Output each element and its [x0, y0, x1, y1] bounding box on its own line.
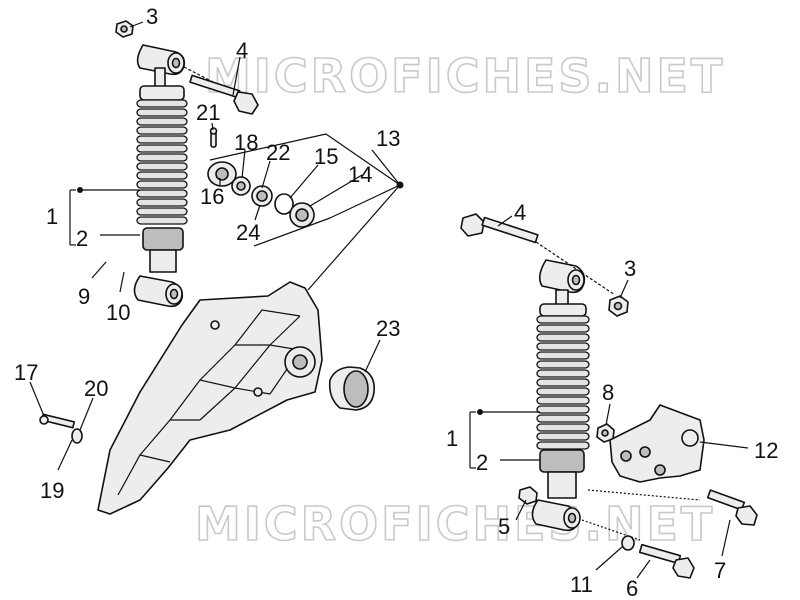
spring-coil	[136, 216, 188, 225]
spring-coil	[536, 342, 590, 351]
spring-coil	[536, 432, 590, 441]
left-swing-arm	[97, 281, 323, 515]
left-washer-18	[231, 176, 251, 196]
spring-coil	[136, 117, 188, 126]
spring-coil	[536, 369, 590, 378]
left-pin-21	[209, 127, 218, 148]
callout-l-2: 2	[76, 226, 88, 251]
right-washer-11	[621, 535, 635, 551]
left-bolt-4	[183, 66, 259, 115]
right-bolt-5	[518, 486, 538, 505]
spring-coil	[136, 198, 188, 207]
left-oring-15	[274, 193, 294, 215]
callout-r-1: 1	[446, 426, 458, 451]
callout-l-17: 17	[14, 360, 38, 385]
callout-l-23: 23	[376, 316, 400, 341]
spring-coil	[136, 108, 188, 117]
callout-l-19: 19	[40, 478, 64, 503]
callout-l-21: 21	[196, 100, 220, 125]
callout-l-9: 9	[78, 284, 90, 309]
left-bushing-16	[207, 161, 237, 187]
left-bearing-14	[289, 202, 315, 228]
callout-l-14: 14	[348, 162, 372, 187]
callout-r-5: 5	[498, 514, 510, 539]
right-bracket-12	[609, 404, 705, 483]
callout-r-7: 7	[714, 558, 726, 583]
left-washer-20	[71, 428, 83, 444]
left-nut-3	[115, 20, 134, 38]
spring-coil	[536, 396, 590, 405]
callout-labels: 3 4 21 18 22 15 13 14 16 24 1 2 9 10 23 …	[14, 4, 778, 600]
left-bolt-17	[39, 413, 76, 429]
callout-r-2: 2	[476, 450, 488, 475]
spring-coil	[136, 126, 188, 135]
spring-coil	[536, 378, 590, 387]
watermark-top: MICROFICHES.NET	[205, 49, 725, 103]
leader-lines	[29, 21, 749, 579]
spring-coil	[536, 315, 590, 324]
left-shock-absorber	[133, 44, 188, 308]
callout-r-3: 3	[624, 256, 636, 281]
spring-coil	[536, 324, 590, 333]
spring-coil	[536, 414, 590, 423]
left-cap-23	[328, 366, 376, 411]
callout-l-15: 15	[314, 144, 338, 169]
spring-coil	[536, 423, 590, 432]
right-bolt-4	[460, 213, 616, 296]
callout-r-8: 8	[602, 380, 614, 405]
left-spacer-22-24	[251, 185, 273, 207]
spring-coil	[136, 135, 188, 144]
spring-coil	[136, 189, 188, 198]
spring-coil	[136, 99, 188, 108]
callout-l-3: 3	[146, 4, 158, 29]
right-bolt-6	[638, 543, 695, 579]
callout-l-24: 24	[236, 220, 260, 245]
callout-l-4: 4	[236, 38, 248, 63]
callout-l-20: 20	[84, 376, 108, 401]
spring-coil	[536, 333, 590, 342]
right-bolt-7	[706, 489, 758, 526]
callout-l-1: 1	[46, 204, 58, 229]
spring-coil	[136, 153, 188, 162]
spring-coil	[136, 180, 188, 189]
spring-coil	[136, 171, 188, 180]
spring-coil	[136, 162, 188, 171]
spring-coil	[536, 441, 590, 450]
callout-r-11: 11	[570, 572, 593, 597]
right-nut-3	[608, 295, 629, 317]
callout-l-22: 22	[266, 140, 290, 165]
callout-l-16: 16	[200, 184, 224, 209]
callout-r-12: 12	[754, 438, 778, 463]
spring-coil	[136, 207, 188, 216]
spring-coil	[536, 405, 590, 414]
callout-l-13: 13	[376, 126, 400, 151]
spring-coil	[536, 387, 590, 396]
right-spring-coils	[536, 315, 590, 450]
spring-coil	[536, 360, 590, 369]
spring-coil	[536, 351, 590, 360]
callout-r-6: 6	[626, 576, 638, 600]
spring-coil	[136, 144, 188, 153]
watermark-bottom: MICROFICHES.NET	[195, 497, 715, 551]
callout-l-10: 10	[106, 300, 130, 325]
right-shock-absorber	[531, 259, 590, 532]
left-spring-coils	[136, 99, 188, 225]
callout-l-18: 18	[234, 130, 258, 155]
callout-r-4: 4	[514, 200, 526, 225]
